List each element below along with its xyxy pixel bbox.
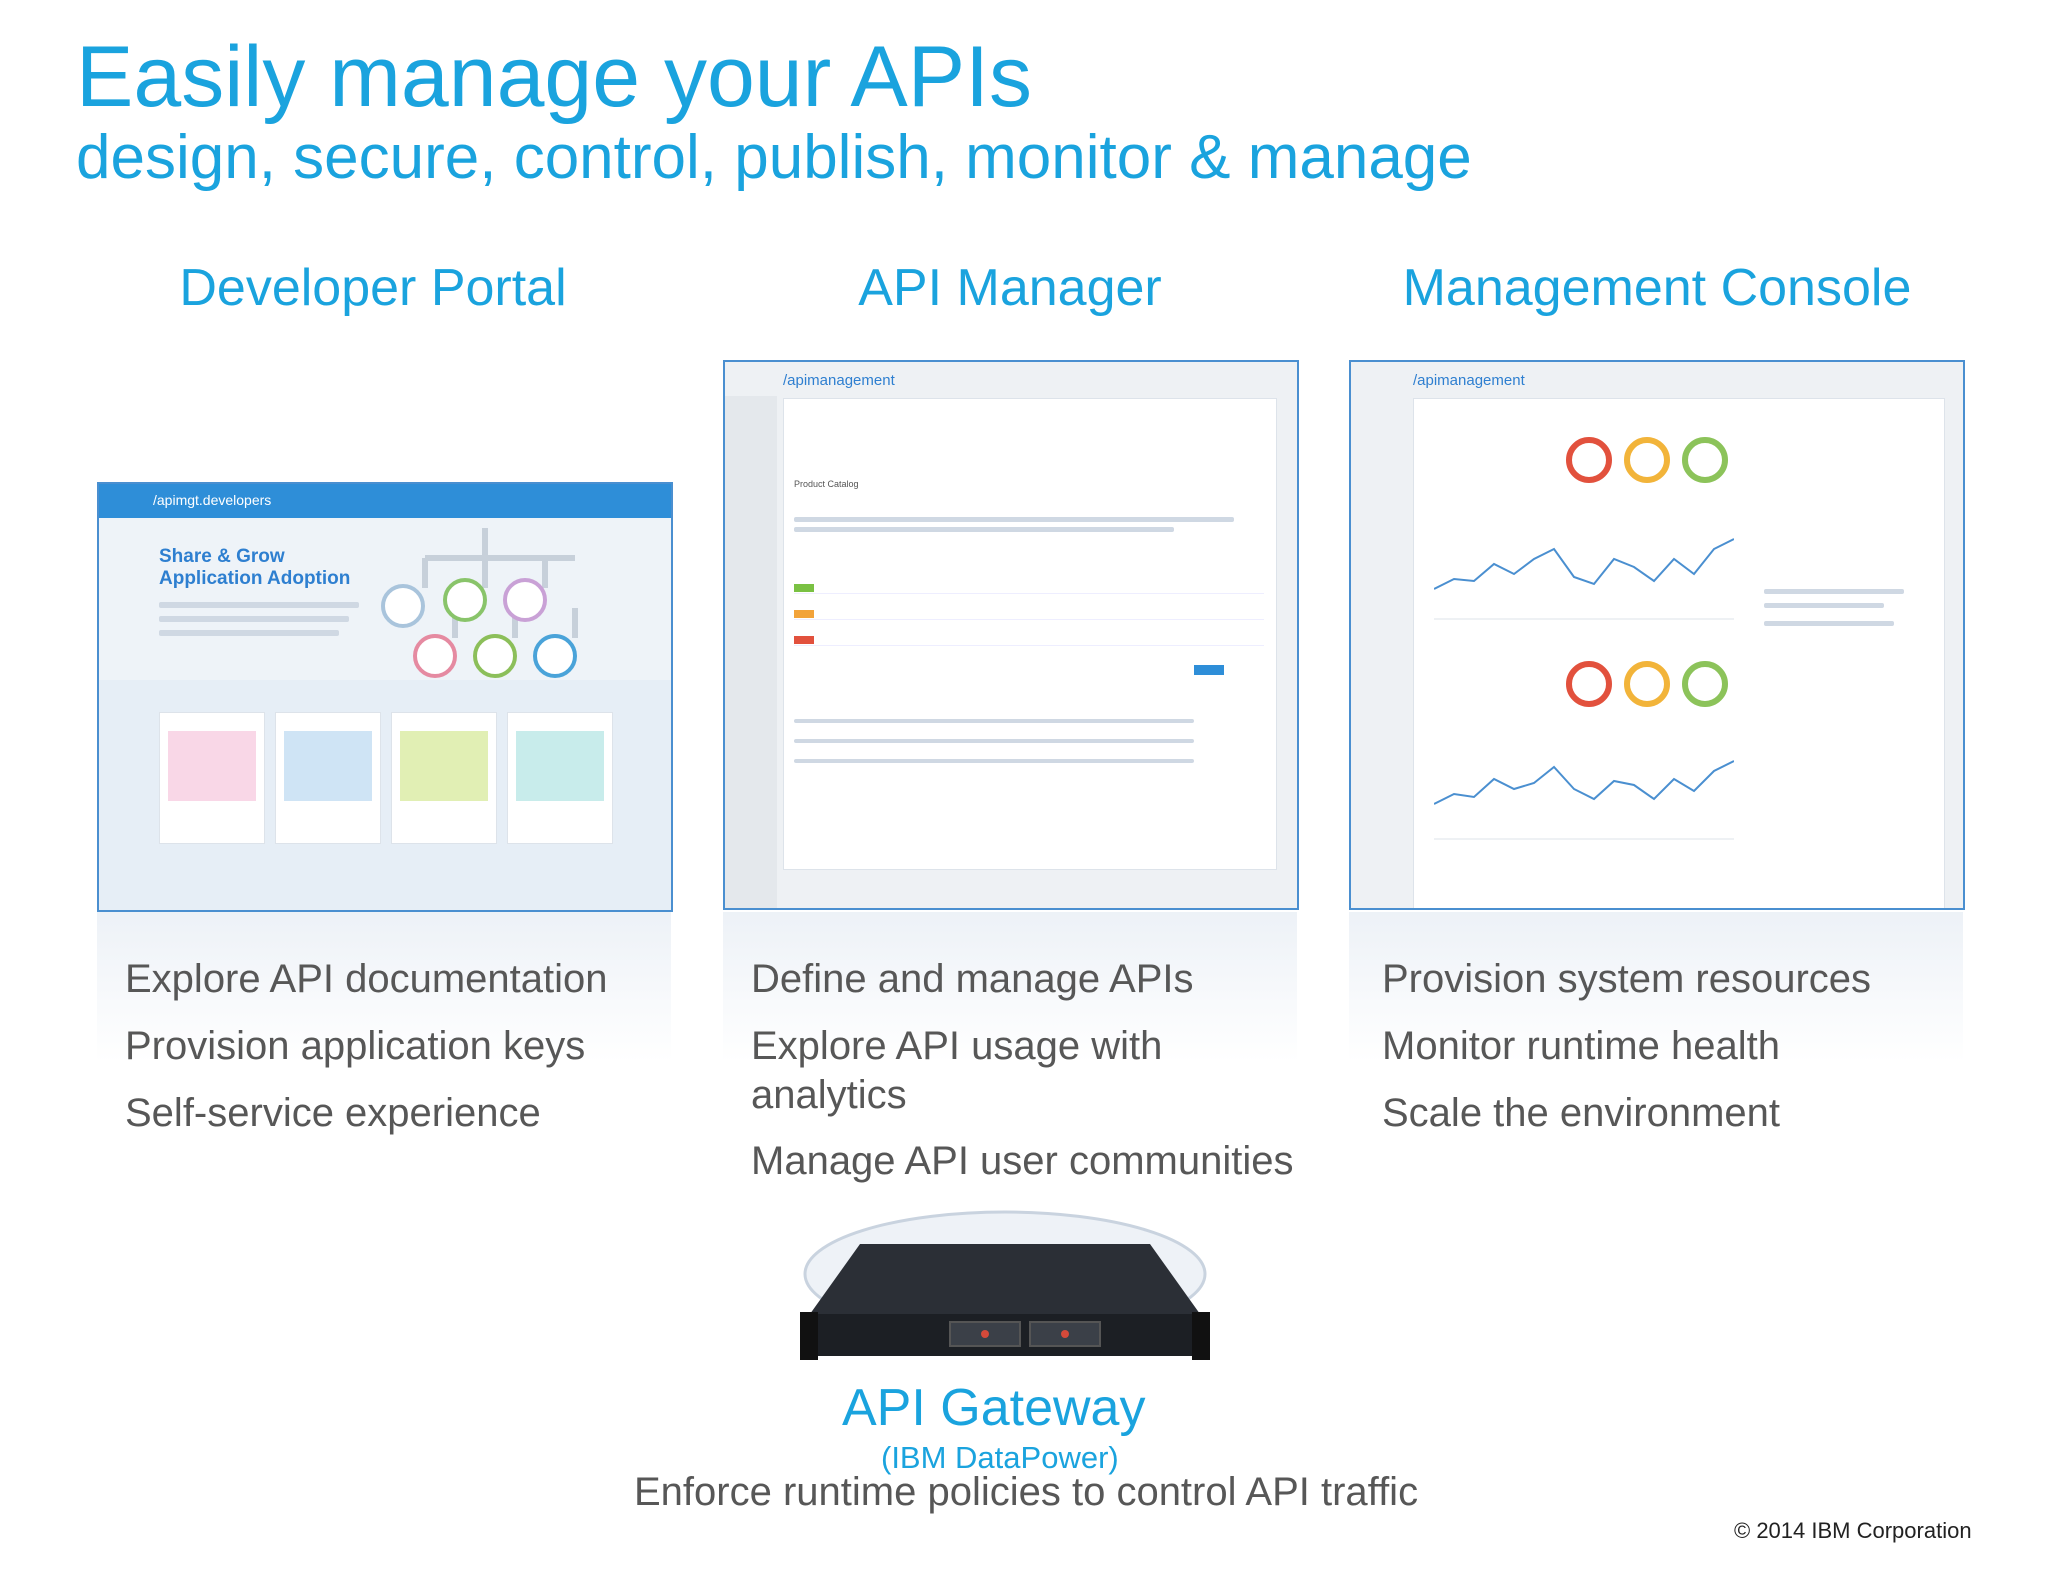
console-panel [1413,398,1945,908]
api-manager-screenshot: /apimanagement Product Catalog [723,360,1299,910]
copyright: © 2014 IBM Corporation [1734,1518,1972,1543]
gauge-icon [1682,661,1728,707]
gauge-icon [1624,437,1670,483]
api-gateway-description: Enforce runtime policies to control API … [634,1470,1419,1514]
gateway-metrics-chart [1434,538,1734,620]
developer-portal-bullets: Explore API documentation Provision appl… [125,955,665,1155]
gauge-icon [1566,437,1612,483]
api-manager-bullets: Define and manage APIs Explore API usage… [751,955,1351,1204]
portal-product-card [507,712,613,844]
console-brand: /apimanagement [1413,372,1525,389]
portal-hero-title-2: Application Adoption [159,568,351,589]
close-icon [533,634,577,678]
portal-hero-icons [381,528,578,678]
api-row [794,631,1264,646]
management-console-screenshot: /apimanagement [1349,360,1965,910]
api-manager-panel: Product Catalog [783,398,1277,870]
developer-portal-reflection [97,912,671,1062]
bullet: Manage API user communities [751,1139,1294,1184]
bullet: Provision system resources [1382,957,1872,1001]
portal-top-bar: /apimgt.developers [99,484,671,518]
bullet: Monitor runtime health [1382,1023,1780,1068]
portal-hero-title-1: Share & Grow [159,546,285,567]
lock-icon [443,578,487,622]
bullet: Explore API usage with analytics [751,1023,1163,1117]
bullet: Scale the environment [1382,1090,1781,1135]
api-row [794,579,1264,594]
api-manager-sidebar [725,396,777,908]
management-console-bullets: Provision system resources Monitor runti… [1382,955,1982,1155]
developer-portal-heading: Developer Portal [179,259,567,317]
api-gateway-subtitle: (IBM DataPower) [881,1440,1119,1475]
page-subtitle: design, secure, control, publish, monito… [76,123,1472,192]
developer-portal-screenshot: /apimgt.developers Share & Grow Applicat… [97,482,673,912]
api-manager-add-button [1194,665,1224,675]
gauge-icon [1566,661,1612,707]
bullet: Self-service experience [125,1090,541,1135]
portal-brand: /apimgt.developers [153,492,272,508]
portal-product-card [159,712,265,844]
gauge-icon [1682,437,1728,483]
management-metrics-chart [1434,760,1734,840]
monitor-icon [381,584,425,628]
management-console-heading: Management Console [1402,259,1912,317]
portal-hero-text [159,616,349,622]
api-row [794,605,1264,620]
catalog-label: Product Catalog [794,479,859,489]
bullet: Define and manage APIs [751,957,1194,1001]
management-console-reflection [1349,912,1963,1062]
api-gateway-title: API Gateway [842,1379,1146,1437]
datapower-appliance-image [800,1210,1210,1360]
portal-hero-text [159,630,339,636]
gauge-icon [1624,661,1670,707]
api-manager-heading: API Manager [858,259,1162,317]
bullet: Provision application keys [125,1023,586,1068]
page-title: Easily manage your APIs [76,29,1033,125]
api-manager-reflection [723,912,1297,1062]
portal-product-card [275,712,381,844]
handshake-icon [413,634,457,678]
portal-hero-text [159,602,359,608]
tree-icon [473,634,517,678]
ear-icon [503,578,547,622]
api-manager-brand: /apimanagement [783,372,895,389]
bullet: Explore API documentation [125,957,608,1001]
portal-product-card [391,712,497,844]
